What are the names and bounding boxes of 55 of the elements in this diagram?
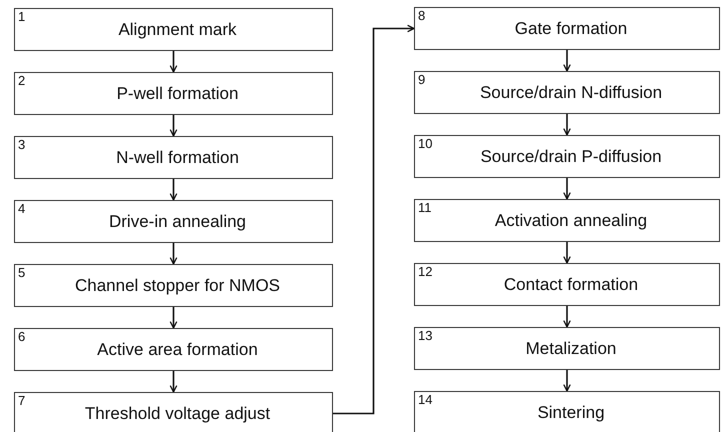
step-label: Contact formation	[502, 274, 638, 294]
process-box	[414, 199, 720, 242]
process-box	[414, 327, 720, 370]
step-number: 13	[418, 329, 432, 342]
step-label: Alignment mark	[117, 20, 237, 40]
step-label: P-well formation	[116, 84, 238, 104]
process-box	[414, 391, 720, 432]
step-label: Source/drain N-diffusion	[478, 82, 662, 102]
arrow	[563, 114, 571, 136]
process-box	[414, 263, 720, 306]
arrow	[170, 115, 178, 137]
step-number: 10	[418, 137, 432, 150]
step-label: Sintering	[536, 402, 605, 422]
step-number: 8	[418, 9, 426, 22]
arrow	[170, 371, 178, 393]
step-label: N-well formation	[115, 148, 239, 168]
arrow	[563, 178, 571, 200]
step-number: 5	[18, 266, 26, 279]
step-label: Source/drain P-diffusion	[479, 146, 662, 166]
arrow	[170, 179, 178, 201]
process-box	[14, 136, 333, 179]
process-box	[14, 264, 333, 307]
step-label: Threshold voltage adjust	[84, 404, 270, 424]
step-label: Channel stopper for NMOS	[74, 276, 280, 296]
step-number: 14	[418, 393, 432, 406]
step-number: 6	[18, 330, 26, 343]
process-box	[14, 200, 333, 243]
arrow	[170, 51, 178, 73]
arrow	[170, 243, 178, 265]
step-label: Active area formation	[96, 340, 258, 360]
arrow	[563, 50, 571, 72]
step-number: 7	[18, 394, 26, 407]
process-box	[414, 7, 720, 50]
arrow	[563, 242, 571, 264]
step-label: Metalization	[524, 338, 616, 358]
process-box	[414, 71, 720, 114]
step-label: Gate formation	[514, 18, 628, 38]
process-box	[14, 8, 333, 51]
arrow	[170, 307, 178, 329]
step-number: 2	[18, 74, 26, 87]
process-box	[14, 328, 333, 371]
step-label: Activation annealing	[494, 210, 648, 230]
step-number: 3	[18, 138, 26, 151]
arrow	[563, 370, 571, 392]
step-number: 4	[18, 202, 26, 215]
arrow	[563, 306, 571, 328]
arrow	[333, 24, 415, 414]
process-box	[14, 72, 333, 115]
step-number: 1	[18, 10, 26, 23]
step-label: Drive-in annealing	[108, 212, 246, 232]
step-number: 12	[418, 265, 432, 278]
step-number: 9	[418, 73, 426, 86]
process-box	[414, 135, 720, 178]
step-number: 11	[418, 201, 432, 214]
process-box	[14, 392, 333, 432]
